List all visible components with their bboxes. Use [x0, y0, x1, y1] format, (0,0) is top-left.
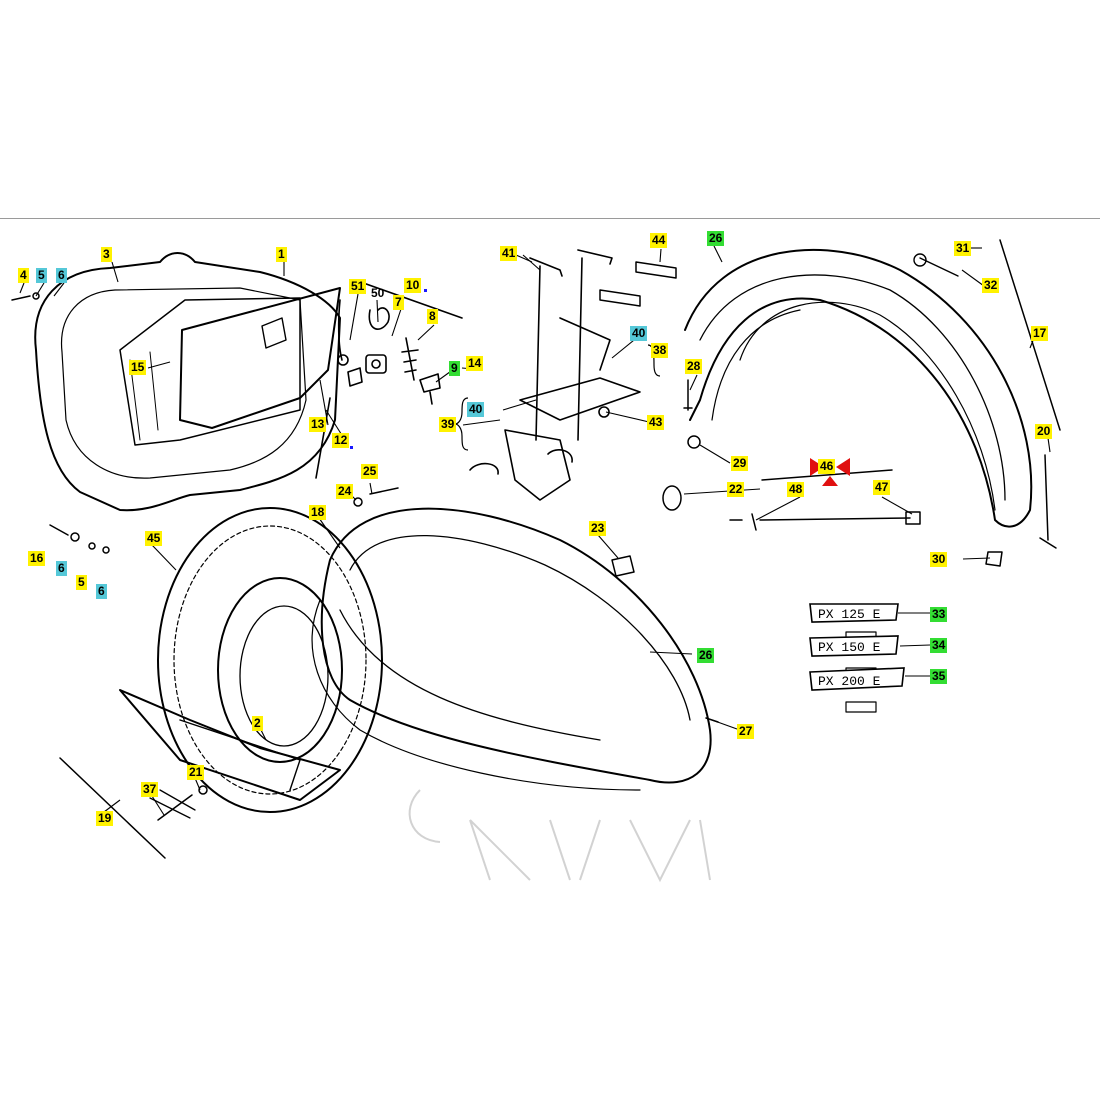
callout-17: 17: [1031, 326, 1049, 341]
callout-8: 8: [427, 309, 438, 324]
callout-19: 19: [96, 811, 114, 826]
callout-14: 14: [466, 356, 484, 371]
callout-31: 31: [954, 241, 972, 256]
callout-13: 13: [309, 417, 327, 432]
callout-43: 43: [647, 415, 665, 430]
badge-px200-text: PX 200 E: [818, 674, 881, 689]
callout-40-lower: 40: [467, 402, 485, 417]
badge-px150-text: PX 150 E: [818, 640, 881, 655]
callout-2: 2: [252, 716, 263, 731]
callout-21: 21: [187, 765, 205, 780]
braces: [454, 344, 661, 451]
callout-29: 29: [731, 456, 749, 471]
watermark: [408, 789, 711, 883]
callout-32: 32: [982, 278, 1000, 293]
callout-39: 39: [439, 417, 457, 432]
callout-25: 25: [361, 464, 379, 479]
spare-wheel: [157, 507, 383, 813]
badge-px125: PX 125 E: [809, 603, 899, 623]
callout-38: 38: [651, 343, 669, 358]
callout-47: 47: [873, 480, 891, 495]
callout-3: 3: [101, 247, 112, 262]
grommet-23: [611, 555, 635, 577]
callout-5b: 5: [76, 575, 87, 590]
badge-px150: PX 150 E: [809, 635, 899, 657]
callout-20: 20: [1035, 424, 1053, 439]
callout-15: 15: [129, 360, 147, 375]
callout-26-rear: 26: [707, 231, 725, 246]
bolts-and-washers: [11, 292, 719, 821]
callout-30: 30: [930, 552, 948, 567]
callout-12: 12: [332, 433, 350, 448]
callout-10: 10: [404, 278, 422, 293]
callout-6: 6: [56, 268, 67, 283]
callout-27: 27: [737, 724, 755, 739]
callout-46: 46: [818, 459, 836, 474]
callout-6b: 6: [56, 561, 67, 576]
callout-28: 28: [685, 359, 703, 374]
side-panel-front: [311, 507, 712, 791]
rubber-sleeves: [599, 261, 677, 307]
marker-dot: [350, 446, 353, 449]
marker-46-arrows: [810, 458, 850, 486]
glovebox-door: [179, 287, 341, 429]
callout-48: 48: [787, 482, 805, 497]
callout-35: 35: [930, 669, 948, 684]
wheel-cover-plate: [59, 689, 341, 859]
callout-22: 22: [727, 482, 745, 497]
callout-1: 1: [276, 247, 287, 262]
callout-51: 51: [349, 279, 367, 294]
callout-18: 18: [309, 505, 327, 520]
callout-7: 7: [393, 295, 404, 310]
callout-24: 24: [336, 484, 354, 499]
callout-50: 50: [371, 286, 385, 300]
callout-37: 37: [141, 782, 159, 797]
lock-and-hinge-parts: [315, 279, 463, 479]
cable-assembly: [729, 469, 921, 531]
callout-45: 45: [145, 531, 163, 546]
badge-px125-text: PX 125 E: [818, 607, 881, 622]
callout-34: 34: [930, 638, 948, 653]
callout-9: 9: [449, 361, 460, 376]
side-panel-rear: [684, 239, 1061, 528]
callout-40-upper: 40: [630, 326, 648, 341]
badge-px200: PX 200 E: [809, 667, 905, 691]
studs-and-caps: [662, 379, 1057, 567]
marker-dot: [424, 289, 427, 292]
frame-top-line: [0, 218, 1100, 219]
callout-33: 33: [930, 607, 948, 622]
callout-16: 16: [28, 551, 46, 566]
callout-5: 5: [36, 268, 47, 283]
callout-6c: 6: [96, 584, 107, 599]
callout-44: 44: [650, 233, 668, 248]
glovebox-cover: [34, 252, 341, 512]
spare-wheel-bracket: [469, 249, 641, 501]
callout-4: 4: [18, 268, 29, 283]
callout-23: 23: [589, 521, 607, 536]
callout-41: 41: [500, 246, 518, 261]
callout-26-front: 26: [697, 648, 715, 663]
